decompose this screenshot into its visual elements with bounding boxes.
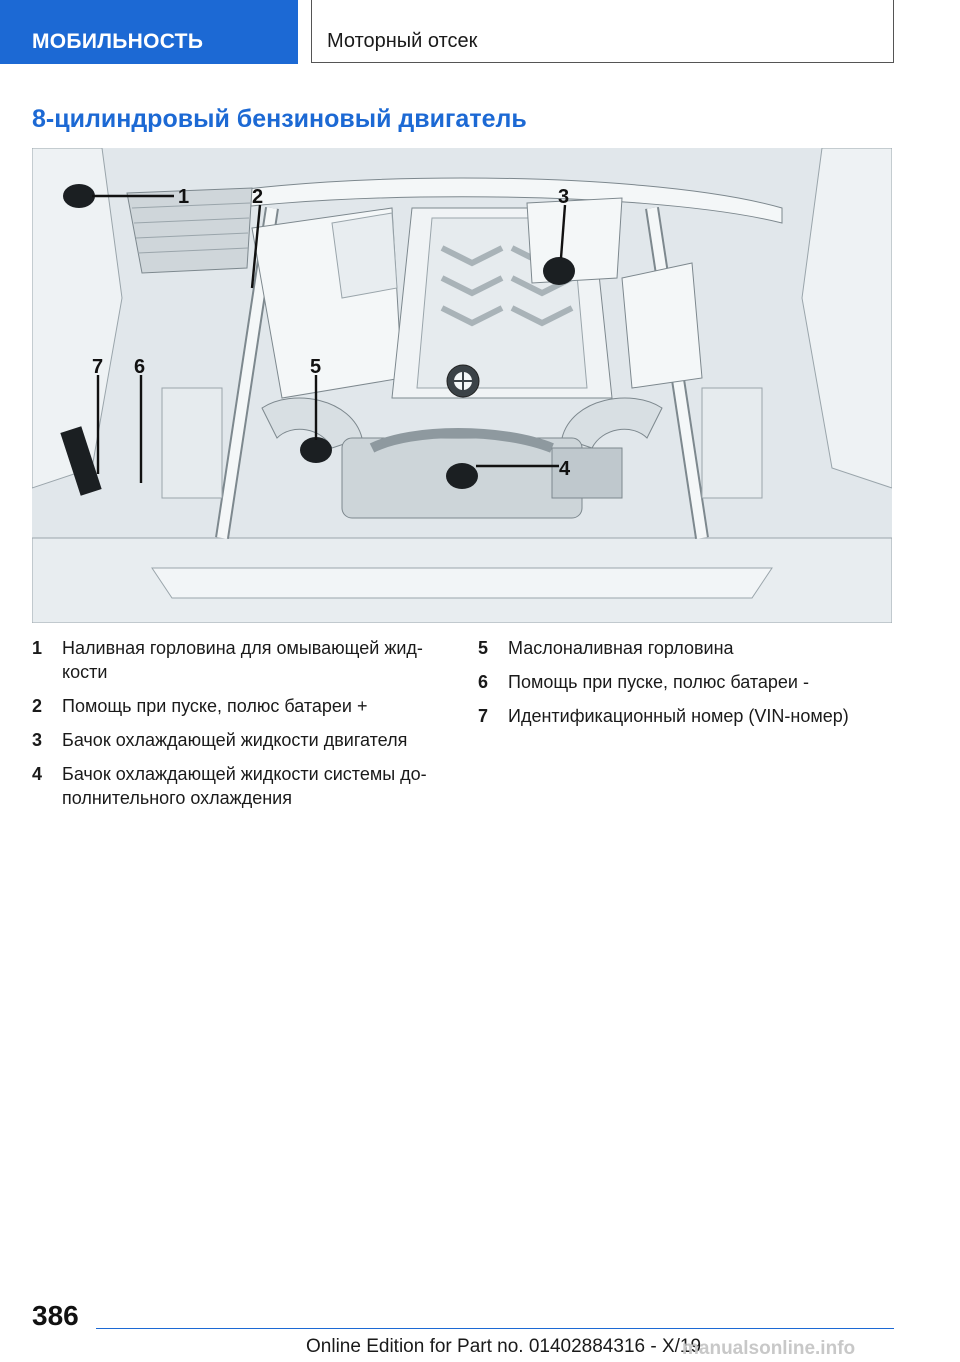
legend-item: 4 Бачок охлаждающей жидкости системы до-п… xyxy=(32,762,432,810)
legend-item: 2 Помощь при пуске, полюс батареи + xyxy=(32,694,432,718)
legend-column-right: 5 Маслоналивная горловина 6 Помощь при пус… xyxy=(478,636,878,738)
page-number: 386 xyxy=(32,1300,79,1331)
legend-text: Бачок охлаждающей жидкости системы до-по… xyxy=(62,764,427,808)
page-title: 8-цилиндровый бензиновый двигатель xyxy=(32,105,527,133)
watermark-site: manualsonline.info xyxy=(682,1338,856,1359)
legend-item: 5 Маслоналивная горловина xyxy=(478,636,878,660)
section-label: МОБИЛЬНОСТЬ xyxy=(32,30,204,53)
edition-text: Online Edition for Part no. 01402884316 … xyxy=(306,1336,702,1357)
callout-5: 5 xyxy=(310,356,321,378)
legend-text: Маслоналивная горловина xyxy=(508,638,734,658)
legend-number: 2 xyxy=(32,696,43,716)
legend-number: 7 xyxy=(478,706,489,726)
legend-item: 6 Помощь при пуске, полюс батареи - xyxy=(478,670,878,694)
legend-text: Помощь при пуске, полюс батареи - xyxy=(508,672,809,692)
callout-4: 4 xyxy=(559,458,571,480)
legend-text: Наливная горловина для омывающей жид-кос… xyxy=(62,638,423,682)
chapter-header: Моторный отсек xyxy=(311,0,894,63)
legend-number: 3 xyxy=(32,730,43,750)
legend-number: 1 xyxy=(32,638,43,658)
callout-7: 7 xyxy=(92,356,103,378)
legend-item: 1 Наливная горловина для омывающей жид-ко… xyxy=(32,636,432,684)
legend-text: Идентификационный номер (VIN-номер) xyxy=(508,706,849,726)
engine-bay-illustration: 1 2 3 4 5 6 7 xyxy=(32,148,892,623)
legend-number: 6 xyxy=(478,672,489,692)
callout-2: 2 xyxy=(252,186,263,208)
callout-6: 6 xyxy=(134,356,145,378)
legend-text: Бачок охлаждающей жидкости двигателя xyxy=(62,730,408,750)
legend-item: 3 Бачок охлаждающей жидкости двигателя xyxy=(32,728,432,752)
chapter-label: Моторный отсек xyxy=(327,30,478,52)
callout-1: 1 xyxy=(178,186,189,208)
legend-text: Помощь при пуске, полюс батареи + xyxy=(62,696,368,716)
footer-divider xyxy=(96,1328,894,1329)
legend-column-left: 1 Наливная горловина для омывающей жид-ко… xyxy=(32,636,432,820)
callout-3: 3 xyxy=(558,186,569,208)
legend-item: 7 Идентификационный номер (VIN-номер) xyxy=(478,704,878,728)
section-tab: МОБИЛЬНОСТЬ xyxy=(0,0,298,64)
legend-number: 5 xyxy=(478,638,489,658)
legend-number: 4 xyxy=(32,764,43,784)
